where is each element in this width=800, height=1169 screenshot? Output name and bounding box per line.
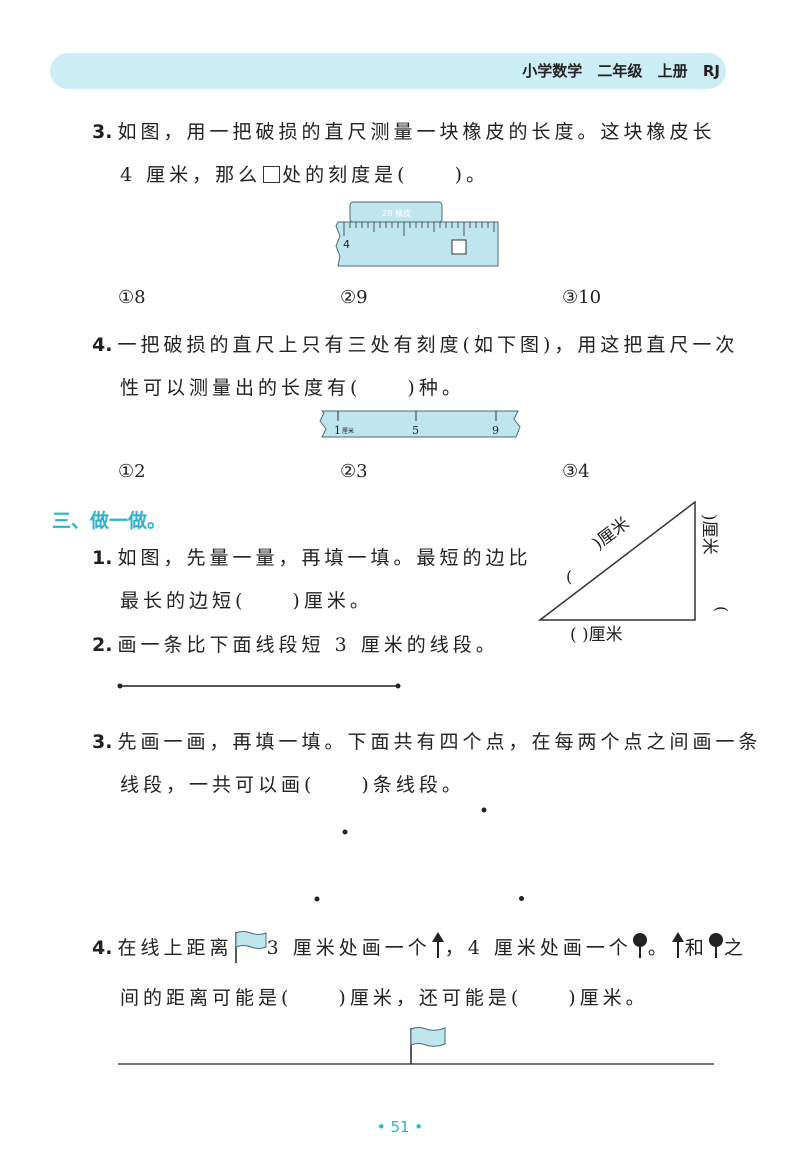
- question-text: )厘米，还可能是(: [338, 987, 523, 1009]
- question-text: )条线段。: [361, 774, 465, 796]
- ruler-ticks: [343, 222, 495, 236]
- four-points-figure: [314, 807, 487, 902]
- point: [519, 896, 524, 901]
- question-text: 间的距离可能是(: [120, 987, 293, 1009]
- drawing-line-figure: [118, 1027, 714, 1065]
- pin-icon: [632, 933, 647, 958]
- question-number: 1.: [92, 547, 113, 569]
- option-3[interactable]: ③10: [562, 287, 602, 308]
- question-text: )。: [454, 164, 489, 186]
- right-triangle: [537, 500, 696, 621]
- segment-endpoint: [117, 683, 123, 689]
- option-3[interactable]: ③4: [562, 461, 590, 482]
- question-text: 最长的边短(: [120, 590, 247, 612]
- task-1: 1. 如图，先量一量，再填一填。最短的边比: [92, 543, 532, 570]
- vertical-side-label: )厘米: [699, 514, 719, 555]
- question-number: 3.: [92, 731, 113, 753]
- question-text: 。: [647, 937, 671, 959]
- hypotenuse-label: )厘米: [589, 514, 633, 554]
- base-label: ( )厘米: [570, 625, 623, 645]
- tick-label: 5: [412, 424, 419, 437]
- task-4: 4. 在线上距离 3 厘米处画一个 ，4 厘米处画一个。和之: [92, 930, 747, 964]
- question-text: 处的刻度是(: [282, 164, 409, 186]
- question-text: 和: [684, 937, 708, 959]
- unit-label: 厘米: [342, 427, 354, 435]
- page-number: • 51 •: [376, 1118, 424, 1136]
- vert-open-paren: (: [712, 606, 730, 612]
- question-text: 在线上距离: [117, 937, 233, 959]
- ruler-eraser-figure: 2B 橡皮 4: [335, 201, 499, 267]
- option-2[interactable]: ②3: [340, 461, 368, 482]
- task-1-line-2: 最长的边短( )厘米。: [120, 586, 373, 613]
- section-title: 三、做一做。: [52, 510, 167, 532]
- question-text: )种。: [407, 377, 465, 399]
- tick-label: 9: [492, 424, 499, 437]
- pin-icon: [708, 933, 723, 958]
- question-text: )厘米。: [292, 590, 373, 612]
- task-2: 2. 画一条比下面线段短 3 厘米的线段。: [92, 630, 499, 657]
- arrow-up-icon: [671, 932, 684, 958]
- arrow-up-icon: [431, 932, 444, 958]
- header-title: 小学数学 二年级 上册 RJ: [522, 62, 720, 80]
- question-text: 3 厘米处画一个: [266, 937, 431, 959]
- unknown-mark-box: [451, 239, 467, 255]
- question-text: 画一条比下面线段短 3 厘米的线段。: [117, 634, 499, 656]
- question-text: 一把破损的直尺上只有三处有刻度(如下图)，用这把直尺一次: [117, 334, 739, 356]
- given-segment: [117, 683, 401, 689]
- task-3-line-2: 线段，一共可以画( )条线段。: [120, 770, 465, 797]
- task-3: 3. 先画一画，再填一填。下面共有四个点，在每两个点之间画一条: [92, 727, 762, 754]
- point: [481, 807, 487, 813]
- question-text: )厘米。: [568, 987, 649, 1009]
- broken-ruler-figure: 1 厘米 5 9: [319, 410, 521, 438]
- triangle-figure: ( )厘米 ( )厘米 ( )厘米: [537, 500, 730, 645]
- question-text: 性可以测量出的长度有(: [120, 377, 362, 399]
- hyp-open-paren: (: [566, 567, 572, 586]
- question-text: 之: [723, 937, 747, 959]
- question-number: 4.: [92, 937, 113, 959]
- question-text: ，4 厘米处画一个: [444, 937, 632, 959]
- header-bar: [50, 53, 726, 89]
- question-3-line-2: 4 厘米，那么处的刻度是( )。: [120, 160, 489, 187]
- question-text: 线段，一共可以画(: [120, 774, 316, 796]
- ruler-start-label: 4: [343, 238, 350, 251]
- question-4: 4. 一把破损的直尺上只有三处有刻度(如下图)，用这把直尺一次: [92, 330, 738, 357]
- task-4-line-2: 间的距离可能是( )厘米，还可能是( )厘米。: [120, 983, 649, 1010]
- question-3: 3. 如图，用一把破损的直尺测量一块橡皮的长度。这块橡皮长: [92, 117, 716, 144]
- point: [342, 829, 348, 835]
- question-text: 4 厘米，那么: [120, 164, 262, 186]
- flag-icon: [410, 1027, 446, 1064]
- ruler-body: [335, 221, 499, 267]
- question-text: 如图，先量一量，再填一填。最短的边比: [117, 547, 532, 569]
- option-1[interactable]: ①2: [118, 461, 146, 482]
- question-number: 2.: [92, 634, 113, 656]
- question-text: 先画一画，再填一填。下面共有四个点，在每两个点之间画一条: [117, 731, 762, 753]
- ruler-body: [319, 410, 521, 438]
- segment-endpoint: [395, 683, 401, 689]
- question-number: 3.: [92, 121, 113, 143]
- flag-icon: [234, 931, 267, 963]
- question-4-line-2: 性可以测量出的长度有( )种。: [120, 373, 465, 400]
- option-2[interactable]: ②9: [340, 287, 368, 308]
- option-1[interactable]: ①8: [118, 287, 146, 308]
- point: [314, 896, 320, 902]
- tick-label: 1: [334, 424, 341, 437]
- square-box-icon: [263, 166, 281, 183]
- eraser-label: 2B 橡皮: [382, 208, 411, 218]
- question-number: 4.: [92, 334, 113, 356]
- question-text: 如图，用一把破损的直尺测量一块橡皮的长度。这块橡皮长: [117, 121, 716, 143]
